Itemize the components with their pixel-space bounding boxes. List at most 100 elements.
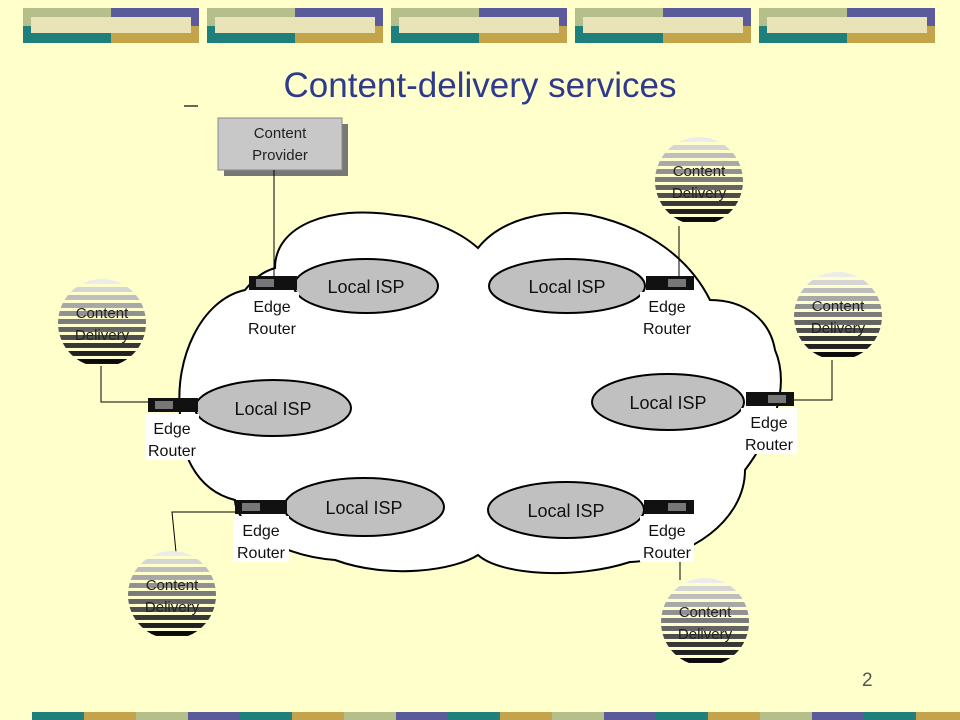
stripe <box>128 551 216 556</box>
stripe <box>128 607 216 612</box>
band-segment <box>916 712 960 720</box>
local-isp-node: Local ISP <box>194 379 352 437</box>
stripe <box>128 623 216 628</box>
stripe <box>655 201 743 206</box>
stripe <box>661 610 749 615</box>
stripe <box>661 634 749 639</box>
stripe <box>655 161 743 166</box>
band-segment <box>864 712 916 720</box>
band-segment <box>656 712 708 720</box>
edge-router: Edge Router <box>640 500 694 562</box>
stripe <box>58 359 146 364</box>
local-isp-label: Local ISP <box>527 501 604 521</box>
content-delivery-label: Delivery <box>75 327 130 344</box>
stripe <box>794 272 882 277</box>
stripe <box>661 602 749 607</box>
band-segment <box>188 712 240 720</box>
stripe <box>794 336 882 341</box>
edge-router-label: Router <box>745 437 794 454</box>
content-delivery-label: Delivery <box>145 599 200 616</box>
edge-router: Edge Router <box>145 398 199 460</box>
edge-router-label: Edge <box>648 299 685 316</box>
edge-router: Edge Router <box>741 392 797 454</box>
connector-line <box>790 360 833 401</box>
stripe <box>661 658 749 663</box>
band-segment <box>812 712 864 720</box>
band-segment <box>344 712 396 720</box>
band-segment <box>32 712 84 720</box>
stripe <box>794 312 882 317</box>
stripe <box>794 288 882 293</box>
stripe <box>794 304 882 309</box>
stripe <box>794 320 882 325</box>
stripe <box>655 153 743 158</box>
stripe <box>58 303 146 308</box>
band-segment <box>708 712 760 720</box>
slide-title: Content-delivery services <box>283 66 677 105</box>
edge-router: Edge Router <box>640 276 694 338</box>
content-delivery-label: Content <box>812 298 865 315</box>
content-delivery-label: Content <box>679 604 732 621</box>
edge-router-label: Edge <box>153 421 190 438</box>
band-segment <box>399 17 559 33</box>
stripe <box>58 327 146 332</box>
edge-router: Edge Router <box>247 276 299 338</box>
local-isp-node: Local ISP <box>283 477 445 537</box>
stripe <box>655 217 743 222</box>
content-delivery-label: Content <box>76 305 129 322</box>
connector-line <box>171 511 240 553</box>
band-segment <box>136 712 188 720</box>
connector-line <box>100 366 150 403</box>
stripe <box>58 287 146 292</box>
stripe <box>58 351 146 356</box>
stripe <box>128 583 216 588</box>
edge-router-label: Router <box>237 545 286 562</box>
stripe <box>128 615 216 620</box>
content-provider-box: Content Provider <box>217 117 348 176</box>
content-delivery-node: Content Delivery <box>58 279 146 364</box>
stripe <box>655 209 743 214</box>
stripe <box>655 145 743 150</box>
band-segment <box>552 712 604 720</box>
slide-number: 2 <box>862 670 873 691</box>
stripe <box>655 137 743 142</box>
stripe <box>655 169 743 174</box>
stripe <box>58 335 146 340</box>
edge-router-label: Router <box>248 321 297 338</box>
band-segment <box>31 17 191 33</box>
content-delivery-label: Delivery <box>672 185 727 202</box>
stripe <box>794 296 882 301</box>
stripe <box>661 642 749 647</box>
content-delivery-label: Content <box>673 163 726 180</box>
stripe <box>655 177 743 182</box>
stripe <box>661 618 749 623</box>
content-delivery-node: Content Delivery <box>661 578 749 663</box>
stripe <box>655 185 743 190</box>
stripe <box>661 626 749 631</box>
local-isp-label: Local ISP <box>528 277 605 297</box>
content-delivery-label: Delivery <box>678 626 733 643</box>
local-isp-node: Local ISP <box>293 258 439 314</box>
band-segment <box>767 17 927 33</box>
stripe <box>794 328 882 333</box>
stripe <box>661 578 749 583</box>
stripe <box>655 193 743 198</box>
stripe <box>794 344 882 349</box>
local-isp-label: Local ISP <box>325 498 402 518</box>
stripe <box>58 311 146 316</box>
band-segment <box>760 712 812 720</box>
stripe <box>58 279 146 284</box>
stripe <box>58 295 146 300</box>
band-segment <box>448 712 500 720</box>
band-segment <box>604 712 656 720</box>
local-isp-node: Local ISP <box>488 258 646 314</box>
stripe <box>128 599 216 604</box>
edge-router-label: Router <box>148 443 197 460</box>
stripe <box>128 567 216 572</box>
content-delivery-node: Content Delivery <box>128 551 216 636</box>
stripe <box>128 559 216 564</box>
band-segment <box>583 17 743 33</box>
local-isp-label: Local ISP <box>234 399 311 419</box>
